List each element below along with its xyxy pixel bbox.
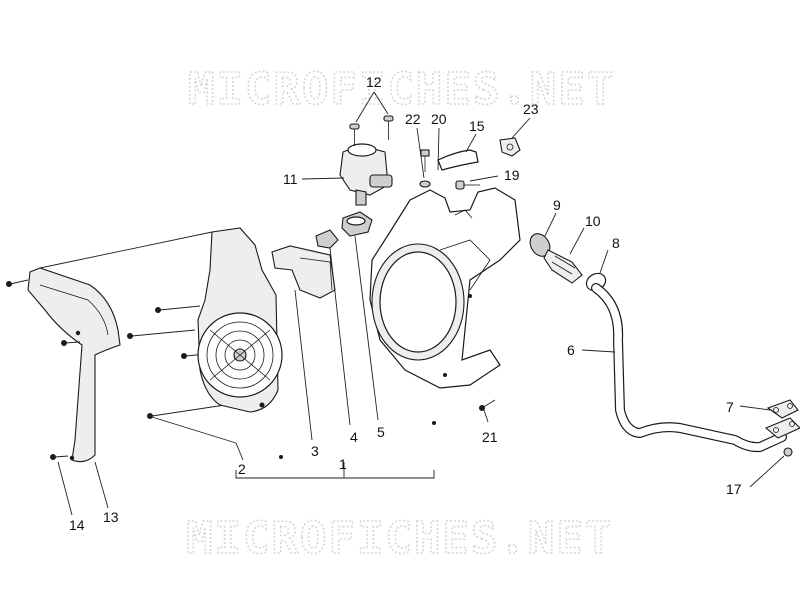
label-part-20: 20 [431, 111, 447, 127]
leader-lines [57, 91, 785, 516]
label-part-5: 5 [377, 424, 385, 440]
label-part-17: 17 [726, 481, 742, 497]
part-6-pipe [591, 283, 787, 453]
watermark-bottom: MICROFICHES.NET [186, 513, 613, 564]
label-part-1: 1 [339, 456, 347, 472]
part-11-air-valve [339, 143, 393, 206]
label-part-11: 11 [283, 171, 298, 187]
group-bracket-1 [235, 421, 436, 479]
watermark-top: MICROFICHES.NET [188, 64, 615, 115]
label-part-9: 9 [553, 197, 561, 213]
part-21-screw [479, 399, 496, 411]
label-part-3: 3 [311, 443, 319, 459]
part-3-duct-foam [271, 245, 336, 299]
label-part-19: 19 [504, 167, 520, 183]
part-2-fan-cover [197, 227, 283, 413]
label-part-23: 23 [523, 101, 539, 117]
label-part-2: 2 [238, 461, 246, 477]
part-1-main-housing [369, 187, 521, 389]
part-13-side-cover [27, 267, 121, 463]
label-part-14: 14 [69, 517, 85, 533]
screws-left [6, 279, 226, 460]
label-part-15: 15 [469, 118, 485, 134]
label-part-10: 10 [585, 213, 601, 229]
part-20-22-screw-washer [419, 149, 431, 188]
part-5-grommet [341, 211, 373, 237]
parts-8-9-10-hose-assembly [529, 233, 607, 292]
label-part-6: 6 [567, 342, 575, 358]
part-7-gasket [766, 399, 799, 419]
label-part-7: 7 [726, 399, 734, 415]
part-19-screw [455, 180, 480, 190]
label-part-22: 22 [405, 111, 421, 127]
part-17-nut [783, 447, 793, 457]
part-4-clip [315, 229, 339, 249]
part-15-hose [437, 149, 479, 171]
label-part-4: 4 [350, 429, 358, 445]
part-number-labels: 1 2 3 4 5 6 7 8 9 10 11 12 13 14 15 17 1… [69, 74, 742, 533]
label-part-13: 13 [103, 509, 119, 525]
label-part-8: 8 [612, 235, 620, 251]
label-part-21: 21 [482, 429, 498, 445]
label-part-12: 12 [366, 74, 382, 90]
part-23-bracket [499, 137, 521, 157]
pipe-flange [764, 417, 800, 439]
part-12-screws [349, 115, 394, 146]
